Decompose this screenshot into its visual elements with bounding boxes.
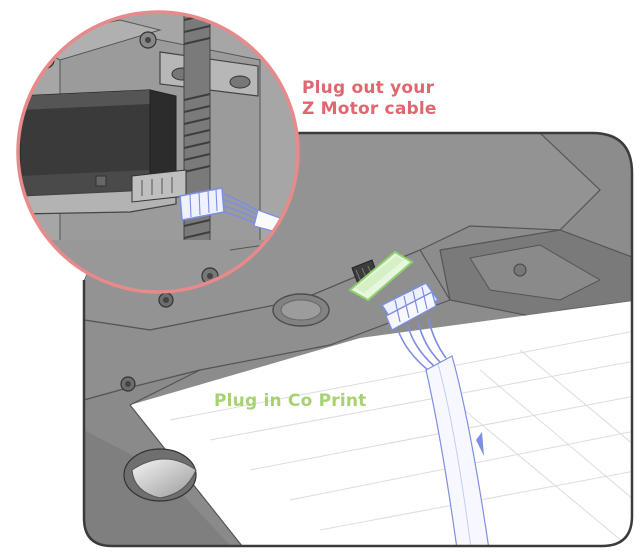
plugin-callout: Plug in Co Print (214, 391, 367, 411)
stepper-motor-icon (19, 89, 187, 215)
detail-frame (82, 131, 634, 548)
zoom-circle-icon (16, 10, 300, 294)
unplug-callout: Plug out your Z Motor cable (302, 78, 502, 121)
knob (123, 448, 197, 502)
printer-scene (84, 133, 632, 546)
unplug-callout-line1: Plug out your (302, 78, 435, 98)
zoom-ring (16, 10, 300, 294)
motor-cable-connector (179, 187, 281, 233)
unplug-callout-line2: Z Motor cable (302, 99, 437, 120)
cable-connector-icon (380, 281, 491, 546)
printer-port (348, 250, 414, 302)
